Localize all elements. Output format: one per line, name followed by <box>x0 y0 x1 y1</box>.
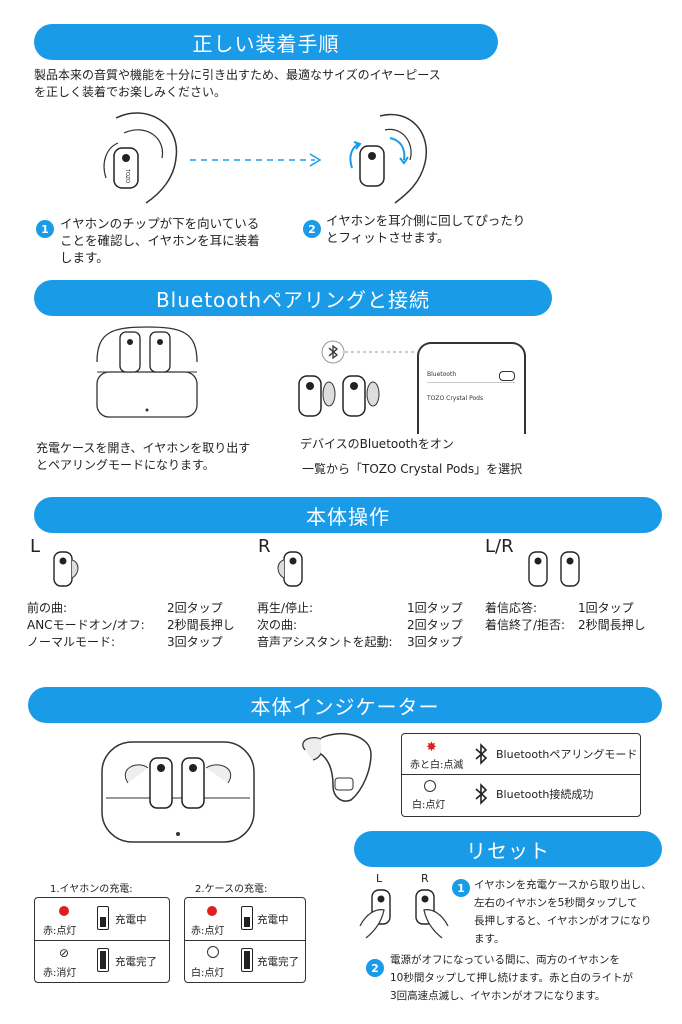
section-title-indicator: 本体インジケーター <box>28 687 662 723</box>
earbud-brand-mark: TOZO <box>124 169 130 183</box>
red-light-icon <box>207 906 217 916</box>
case-charge-status-1: 充電中 <box>257 914 289 926</box>
left-control-action-1: 前の曲: <box>27 601 68 615</box>
reset-step2-number-badge: 2 <box>366 959 384 977</box>
phone-bluetooth-setting: Bluetooth <box>427 368 515 383</box>
reset-step1-number-badge: 1 <box>452 879 470 897</box>
case-charge-light-1: 赤:点灯 <box>191 926 225 937</box>
earbud-charge-status-1: 充電中 <box>115 914 147 926</box>
case-charge-light-2: 白:点灯 <box>191 968 225 979</box>
indicator-desc-1: Bluetoothペアリングモード <box>496 748 638 761</box>
ear-rotate-illustration <box>349 113 428 204</box>
left-control-action-3: ノーマルモード: <box>27 635 116 649</box>
reset-step1-line2: 左右のイヤホンを5秒間タップして <box>474 897 638 909</box>
reset-step1-line1: イヤホンを充電ケースから取り出し、 <box>474 879 652 891</box>
step1-text-line3: します。 <box>60 250 109 265</box>
section-title-controls: 本体操作 <box>34 497 662 533</box>
battery-charging-icon <box>97 906 109 930</box>
battery-full-icon <box>241 948 253 972</box>
light-off-icon: ⊘ <box>59 946 70 960</box>
case-charge-title: 2.ケースの充電: <box>195 884 268 895</box>
right-earbud-icon <box>277 551 303 587</box>
step2-text-line2: とフィットさせます。 <box>326 230 450 245</box>
bluetooth-icon <box>321 340 345 364</box>
earbuds-pair-illustration <box>298 375 380 417</box>
earbud-charge-title: 1.イヤホンの充電: <box>50 884 133 895</box>
case-charge-table: 赤:点灯 充電中 白:点灯 充電完了 <box>184 897 306 983</box>
earbud-charge-table: 赤:点灯 充電中 ⊘ 赤:消灯 充電完了 <box>34 897 170 983</box>
reset-step1-line3: 長押しすると、イヤホンがオフになり <box>474 915 652 927</box>
reset-tap-illustration <box>359 889 449 939</box>
step1-text-line2: ことを確認し、イヤホンを耳に装着 <box>60 233 260 248</box>
left-earbud-icon <box>53 551 79 587</box>
pairing-left-text-line2: とペアリングモードになります。 <box>36 458 215 472</box>
earbud-charge-status-2: 充電完了 <box>115 956 157 968</box>
bluetooth-icon <box>475 743 488 765</box>
intro-text-line1: 製品本来の音質や機能を十分に引き出すため、最適なサイズのイヤーピース <box>34 68 441 82</box>
earbud-charge-light-2: 赤:消灯 <box>43 968 77 979</box>
indicator-divider <box>402 774 640 775</box>
right-control-gesture-1: 1回タップ <box>407 601 463 615</box>
both-control-gesture-2: 2秒間長押し <box>578 618 646 632</box>
bluetooth-toggle-icon <box>499 371 515 381</box>
right-control-action-3: 音声アシスタントを起動: <box>257 635 393 649</box>
section-title-pairing: Bluetoothペアリングと接続 <box>34 280 552 316</box>
reset-step1-line4: ます。 <box>474 933 505 945</box>
reset-step2-line1: 電源がオフになっている間に、両方のイヤホンを <box>390 954 620 966</box>
white-light-icon <box>424 780 436 792</box>
flashing-light-icon: ✸ <box>426 740 437 755</box>
earbud-side-illustration <box>302 732 372 802</box>
left-control-gesture-2: 2秒間長押し <box>167 618 235 632</box>
battery-full-icon <box>97 948 109 972</box>
both-earbuds-icon <box>528 551 580 587</box>
reset-right-label: R <box>421 872 429 885</box>
step2-number-badge: 2 <box>303 220 321 238</box>
section-title-reset: リセット <box>354 831 662 867</box>
phone-illustration: Bluetooth TOZO Crystal Pods <box>417 342 526 434</box>
pairing-right-text-line2: 一覧から「TOZO Crystal Pods」を選択 <box>302 462 523 476</box>
ear-insert-illustration: TOZO <box>103 112 178 204</box>
indicator-desc-2: Bluetooth接続成功 <box>496 788 594 801</box>
section-title-wearing: 正しい装着手順 <box>34 24 498 60</box>
both-control-gesture-1: 1回タップ <box>578 601 634 615</box>
open-case-illustration <box>96 326 198 418</box>
reset-left-label: L <box>376 872 383 885</box>
right-control-action-1: 再生/停止: <box>257 601 314 615</box>
left-control-gesture-1: 2回タップ <box>167 601 223 615</box>
both-earbuds-label: L/R <box>485 536 514 557</box>
battery-charging-icon <box>241 906 253 930</box>
dashed-arrow-icon <box>190 153 322 167</box>
reset-step2-line2: 10秒間タップして押し続けます。赤と白のライトが <box>390 972 633 984</box>
reset-step2-line3: 3回高速点滅し、イヤホンがオフになります。 <box>390 990 606 1002</box>
indicator-table: ✸ 赤と白:点滅 Bluetoothペアリングモード 白:点灯 Bluetoot… <box>401 733 641 817</box>
step1-text-line1: イヤホンのチップが下を向いている <box>60 216 260 231</box>
indicator-light-2: 白:点灯 <box>412 800 446 811</box>
phone-device-entry: TOZO Crystal Pods <box>427 395 484 402</box>
right-earbud-label: R <box>258 536 271 557</box>
right-control-gesture-3: 3回タップ <box>407 635 463 649</box>
pairing-left-text-line1: 充電ケースを開き、イヤホンを取り出す <box>36 441 251 455</box>
step1-number-badge: 1 <box>36 220 54 238</box>
charging-case-illustration <box>101 741 255 843</box>
both-control-action-1: 着信応答: <box>485 601 538 615</box>
indicator-light-1: 赤と白:点滅 <box>410 760 464 771</box>
left-earbud-label: L <box>30 536 41 557</box>
intro-text-line2: を正しく装着でお楽しみください。 <box>34 85 227 99</box>
bluetooth-icon <box>475 783 488 805</box>
white-light-icon <box>207 946 219 958</box>
dashed-connector <box>345 351 417 353</box>
right-control-gesture-2: 2回タップ <box>407 618 463 632</box>
case-charge-status-2: 充電完了 <box>257 956 299 968</box>
right-control-action-2: 次の曲: <box>257 618 298 632</box>
both-control-action-2: 着信終了/拒否: <box>485 618 566 632</box>
pairing-right-text-line1: デバイスのBluetoothをオン <box>300 437 454 451</box>
red-light-icon <box>59 906 69 916</box>
step2-text-line1: イヤホンを耳介側に回してぴったり <box>326 213 526 228</box>
left-control-action-2: ANCモードオン/オフ: <box>27 618 145 632</box>
left-control-gesture-3: 3回タップ <box>167 635 223 649</box>
earbud-charge-light-1: 赤:点灯 <box>43 926 77 937</box>
